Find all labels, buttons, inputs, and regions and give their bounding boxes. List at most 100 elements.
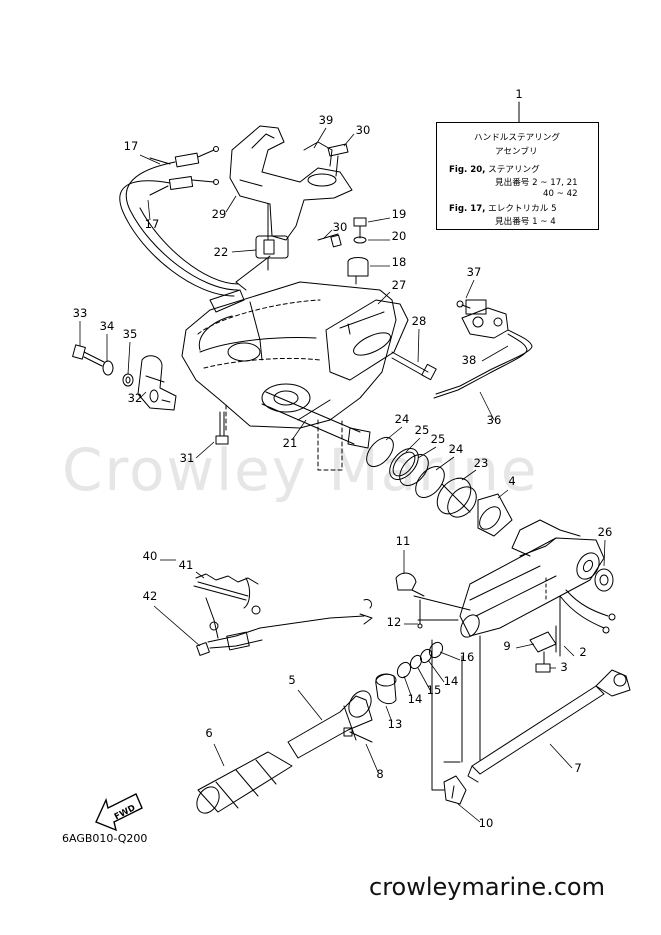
callout-2: 2 xyxy=(579,645,586,659)
callout-leader xyxy=(127,341,131,375)
legend-title-1: ハンドルステアリング xyxy=(474,133,560,143)
callout-30: 30 xyxy=(333,220,348,234)
callout-9: 9 xyxy=(503,639,510,653)
legend-line-1-text: ステアリング xyxy=(485,165,540,175)
legend-fig-17: Fig. 17, xyxy=(449,204,486,214)
bolt-28 xyxy=(391,351,437,381)
callout-4: 4 xyxy=(508,474,515,488)
callout-leader xyxy=(427,659,445,683)
callout-8: 8 xyxy=(376,767,383,781)
callout-14: 14 xyxy=(444,674,459,688)
callout-34: 34 xyxy=(100,319,115,333)
callout-leader xyxy=(225,195,237,213)
steering-housing xyxy=(181,281,397,471)
callout-leader xyxy=(439,651,461,661)
callout-leader xyxy=(435,456,455,471)
callout-leader xyxy=(385,705,393,723)
callout-12: 12 xyxy=(387,615,402,629)
diagram-code: 6AGB010-Q200 xyxy=(62,832,148,845)
callout-leader xyxy=(195,441,215,459)
bolts-30 xyxy=(317,143,349,248)
callout-10: 10 xyxy=(479,816,494,830)
callout-32: 32 xyxy=(128,391,143,405)
grip-6 xyxy=(196,751,293,814)
callout-leader xyxy=(195,571,205,579)
callout-leader xyxy=(323,229,333,239)
callout-7: 7 xyxy=(574,761,581,775)
callout-leader xyxy=(417,328,420,363)
throttle-shaft-5 xyxy=(287,690,373,759)
bearing-4 xyxy=(477,493,513,537)
callout-38: 38 xyxy=(462,353,477,367)
callout-leader xyxy=(417,446,437,459)
callout-leader xyxy=(563,645,575,657)
throttle-cables xyxy=(119,146,239,297)
cover-27 xyxy=(325,299,409,381)
bolts-33-34-35 xyxy=(72,344,134,387)
callout-13: 13 xyxy=(388,717,403,731)
callout-leader xyxy=(465,279,475,299)
link-10 xyxy=(443,775,467,805)
callout-29: 29 xyxy=(212,207,227,221)
callout-leader xyxy=(377,291,391,305)
callout-5: 5 xyxy=(288,673,295,687)
callout-leader xyxy=(153,605,201,647)
bolt-19-washer-20-clamp-18 xyxy=(347,217,369,285)
watermark: Crowley Marine xyxy=(62,436,539,504)
callout-leader xyxy=(297,689,323,721)
callout-17: 17 xyxy=(145,217,160,231)
callout-leader xyxy=(481,345,509,362)
callout-24: 24 xyxy=(395,412,410,426)
callout-35: 35 xyxy=(123,327,138,341)
callout-leader xyxy=(497,489,509,499)
callout-leader xyxy=(139,154,161,165)
callout-27: 27 xyxy=(392,278,407,292)
callout-18: 18 xyxy=(392,255,407,269)
callout-16: 16 xyxy=(460,650,475,664)
legend-title-2: アセンブリ xyxy=(495,147,538,157)
callout-30: 30 xyxy=(356,123,371,137)
clamp-22 xyxy=(255,235,289,271)
legend-line-4: Fig. 17, エレクトリカル 5 xyxy=(449,202,557,214)
callout-26: 26 xyxy=(598,525,613,539)
callout-23: 23 xyxy=(474,456,489,470)
callout-labels: 1171729393030192022183727333435283832363… xyxy=(73,87,613,830)
callout-leader xyxy=(213,743,225,767)
callout-1: 1 xyxy=(515,87,522,101)
callout-leader xyxy=(367,217,391,223)
callout-42: 42 xyxy=(143,589,158,603)
callout-leader xyxy=(147,199,151,221)
callout-leader xyxy=(385,426,403,441)
tiller-cables xyxy=(559,589,616,634)
callout-22: 22 xyxy=(214,245,229,259)
callout-leader xyxy=(457,803,481,823)
throttle-rod-7 xyxy=(467,669,631,783)
stop-switch-37 xyxy=(433,299,533,399)
screw-8 xyxy=(343,727,373,743)
leader-lines xyxy=(235,255,561,791)
callout-31: 31 xyxy=(180,451,195,465)
callout-19: 19 xyxy=(392,207,407,221)
callout-17: 17 xyxy=(124,139,139,153)
plate-9-bolt-3 xyxy=(529,631,557,673)
tiller-arm-2 xyxy=(459,519,605,638)
callout-40: 40 xyxy=(143,549,158,563)
legend-line-2: 見出番号 2 ~ 17, 21 xyxy=(495,178,578,188)
legend-line-1: Fig. 20, ステアリング xyxy=(449,163,540,175)
fwd-arrow-icon: FWD xyxy=(95,793,143,832)
callout-39: 39 xyxy=(319,113,334,127)
grommet-26 xyxy=(594,568,614,592)
callout-11: 11 xyxy=(396,534,411,548)
callout-leader xyxy=(461,469,477,481)
bushing-23 xyxy=(436,477,477,518)
legend-box: ハンドルステアリング アセンブリ Fig. 20, ステアリング 見出番号 2 … xyxy=(436,122,599,230)
callout-leader xyxy=(231,249,257,253)
clamp-32 xyxy=(137,355,177,411)
rings-24-25 xyxy=(366,436,445,498)
callout-14: 14 xyxy=(408,692,423,706)
callout-36: 36 xyxy=(487,413,502,427)
legend-line-5: 見出番号 1 ~ 4 xyxy=(495,217,556,227)
shaft-21 xyxy=(261,391,371,449)
callout-41: 41 xyxy=(179,558,194,572)
